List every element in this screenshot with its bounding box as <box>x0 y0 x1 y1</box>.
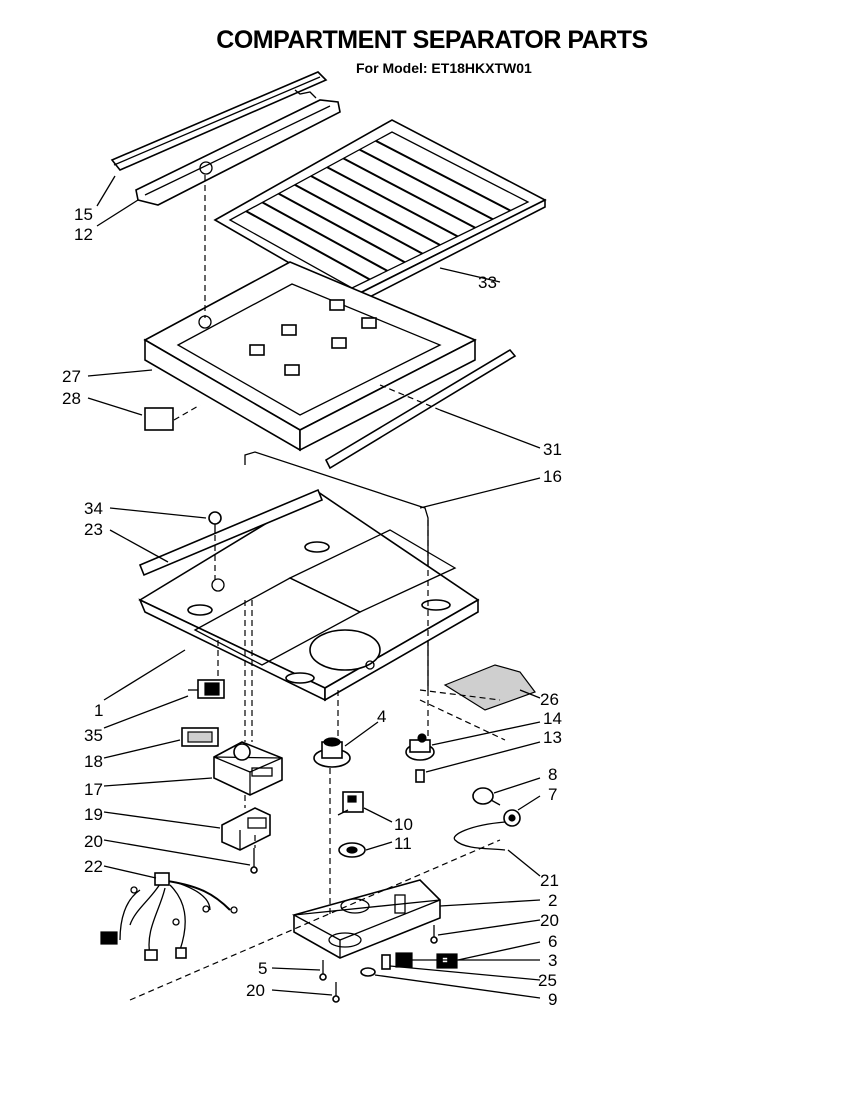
part-14-knob[interactable] <box>405 733 435 761</box>
grille-slat <box>359 148 494 221</box>
callout-22: 22 <box>84 857 103 876</box>
part-13-pin[interactable] <box>415 769 425 783</box>
part-28-block[interactable] <box>144 407 174 431</box>
part-20-screw-b[interactable] <box>430 925 438 944</box>
callout-16: 16 <box>543 467 562 486</box>
part-12-rail[interactable] <box>135 89 341 206</box>
callout-12: 12 <box>74 225 93 244</box>
callout-17: 17 <box>84 780 103 799</box>
assembly-lines <box>129 175 506 1001</box>
part-20-screw-c[interactable] <box>332 982 340 1003</box>
callout-3: 3 <box>548 951 557 970</box>
callout-labels: 15 12 33 27 28 31 16 34 23 1 26 35 4 14 … <box>62 205 562 1009</box>
callout-15: 15 <box>74 205 93 224</box>
callout-20-c: 20 <box>246 981 265 1000</box>
grille-slat <box>310 175 441 246</box>
part-4-damper[interactable] <box>313 737 351 768</box>
callout-11: 11 <box>394 834 412 853</box>
part-11-seal[interactable] <box>338 842 366 858</box>
part-21-lamp-wire[interactable] <box>453 821 506 851</box>
part-9-washer[interactable] <box>360 967 376 977</box>
part-23-separator-panel[interactable] <box>138 488 480 702</box>
part-16-wire[interactable] <box>244 451 429 690</box>
callout-10: 10 <box>394 815 413 834</box>
callout-2: 2 <box>548 891 557 910</box>
part-25-clip[interactable] <box>381 954 391 970</box>
callout-35: 35 <box>84 726 103 745</box>
part-2-light-housing[interactable] <box>291 879 441 959</box>
callout-13: 13 <box>543 728 562 747</box>
part-22-wiring-harness[interactable] <box>100 872 238 961</box>
callout-4: 4 <box>377 707 386 726</box>
part-20-screw-a[interactable] <box>250 848 258 874</box>
grille-slat <box>245 210 371 281</box>
callout-1: 1 <box>94 701 103 720</box>
grille-slat <box>278 192 406 264</box>
part-27-separator-frame[interactable] <box>143 261 477 452</box>
callout-5: 5 <box>258 959 267 978</box>
callout-20-a: 20 <box>84 832 103 851</box>
part-5-screw[interactable] <box>319 960 327 981</box>
part-34-screw[interactable] <box>208 511 222 534</box>
page-title: COMPARTMENT SEPARATOR PARTS <box>216 26 648 54</box>
part-7-socket[interactable] <box>503 809 521 827</box>
part-6-connector[interactable] <box>436 953 458 969</box>
callout-33: 33 <box>478 273 497 292</box>
part-33-shelf-grille[interactable] <box>213 119 547 308</box>
part-35-knob[interactable] <box>188 679 225 699</box>
part-26-insulation[interactable] <box>443 664 536 711</box>
callout-14: 14 <box>543 709 562 728</box>
part-18-plate[interactable] <box>181 727 219 747</box>
leader-lines <box>87 175 541 999</box>
grille-slat <box>326 166 459 238</box>
model-subtitle: For Model: ET18HKXTW01 <box>356 60 532 76</box>
callout-27: 27 <box>62 367 81 386</box>
part-31-strip[interactable] <box>324 348 517 470</box>
callout-19: 19 <box>84 805 103 824</box>
grille-slat <box>342 157 476 229</box>
callout-6: 6 <box>548 932 557 951</box>
grille-slat <box>294 183 423 255</box>
callout-28: 28 <box>62 389 81 408</box>
callout-9: 9 <box>548 990 557 1009</box>
callout-34: 34 <box>84 499 103 518</box>
callout-26: 26 <box>540 690 559 709</box>
callout-20-b: 20 <box>540 911 559 930</box>
callout-23: 23 <box>84 520 103 539</box>
part-3-switch[interactable] <box>395 952 413 968</box>
part-19-bracket[interactable] <box>221 807 271 851</box>
callout-21: 21 <box>540 871 559 890</box>
grille-slat <box>375 139 511 212</box>
part-10-switch[interactable] <box>337 791 364 816</box>
callout-8: 8 <box>548 765 557 784</box>
callout-31: 31 <box>543 440 562 459</box>
callout-25: 25 <box>538 971 557 990</box>
part-8-bulb[interactable] <box>472 787 501 806</box>
part-15-rail[interactable] <box>110 71 328 171</box>
grille-slat <box>261 201 388 272</box>
callout-18: 18 <box>84 752 103 771</box>
callout-7: 7 <box>548 785 557 804</box>
part-17-control-housing[interactable] <box>213 741 283 796</box>
